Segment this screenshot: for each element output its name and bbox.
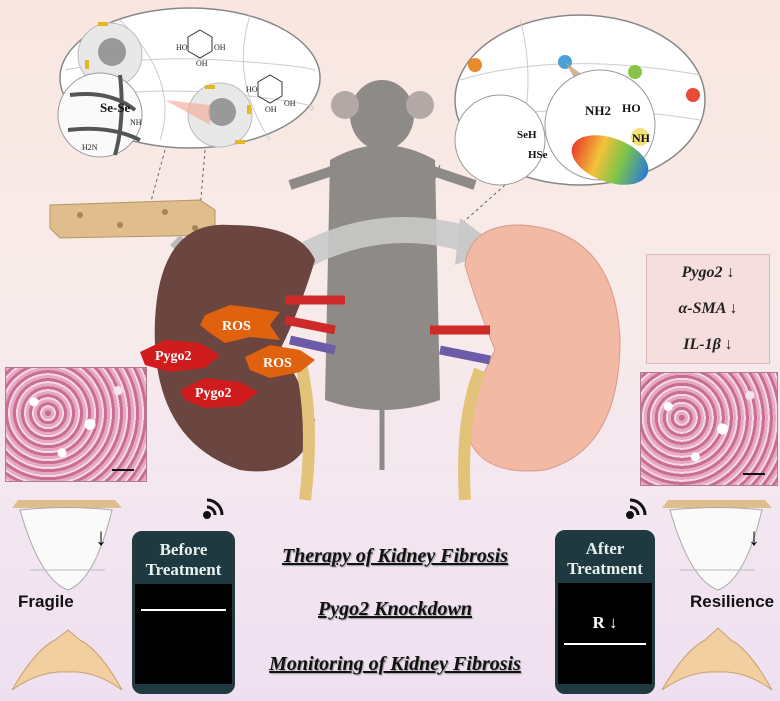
group-label: OH: [214, 43, 226, 52]
down-arrow-icon: ↓: [95, 525, 107, 551]
group-label: NH: [130, 118, 142, 127]
fragile-label: Fragile: [18, 592, 74, 611]
fragile-sensor-illustration: [11, 500, 123, 691]
group-label: H2N: [82, 143, 98, 152]
therapy-heading: Therapy of Kidney Fibrosis: [281, 545, 509, 567]
group-label: HSe: [528, 149, 548, 161]
se-se-bond-label: Se-Se: [100, 100, 131, 115]
marker-item: α-SMA ↓: [678, 300, 738, 317]
before-treatment-phone: Before Treatment: [132, 531, 235, 694]
down-arrow-icon: ↓: [729, 300, 738, 317]
knockdown-heading: Pygo2 Knockdown: [318, 598, 472, 620]
svg-text:Pygo2: Pygo2: [155, 349, 192, 364]
down-arrow-icon: ↓: [609, 613, 618, 632]
healthy-kidney: [430, 224, 621, 501]
svg-text:Pygo2: Pygo2: [195, 386, 232, 401]
ros-burst: ROS: [200, 305, 280, 343]
down-arrow-icon: ↓: [724, 336, 733, 353]
ros-burst: ROS: [245, 345, 315, 378]
resistance-readout: R ↓: [592, 613, 618, 632]
marker-item: Pygo2 ↓: [681, 264, 735, 281]
monitoring-heading: Monitoring of Kidney Fibrosis: [269, 653, 521, 675]
group-label: OH: [265, 105, 277, 114]
wireless-signal-icon: [203, 498, 224, 519]
fibrotic-kidney: [154, 224, 345, 501]
phone-header: Before Treatment: [135, 534, 232, 584]
pygo2-burst: Pygo2: [180, 378, 258, 408]
pygo2-burst: Pygo2: [140, 340, 220, 372]
scale-bar: [112, 469, 134, 471]
scale-bar: [743, 473, 765, 475]
hydrogel-network-inset: Se-Se NH H2N HO OH OH HO OH OH: [57, 7, 321, 158]
signal-baseline: [564, 643, 646, 645]
after-treatment-phone: After Treatment R ↓: [555, 530, 655, 694]
phone-header: After Treatment: [558, 533, 652, 583]
signal-baseline: [141, 609, 226, 611]
wireless-signal-icon: [626, 498, 647, 519]
resilient-sensor-illustration: [661, 500, 773, 691]
down-arrow-icon: ↓: [748, 525, 760, 551]
group-label: SeH: [517, 129, 537, 141]
group-label: HO: [176, 43, 188, 52]
group-label: NH: [632, 131, 651, 145]
hydrogel-patch: [49, 199, 216, 239]
marker-item: IL-1β ↓: [683, 336, 733, 353]
marker-panel: Pygo2 ↓ α-SMA ↓ IL-1β ↓: [646, 254, 770, 364]
svg-text:ROS: ROS: [222, 319, 251, 334]
group-label: OH: [196, 59, 208, 68]
svg-text:ROS: ROS: [263, 356, 292, 371]
group-label: HO: [246, 85, 258, 94]
fibrotic-histology-image: [5, 367, 147, 482]
resilience-label: Resilience: [690, 592, 775, 611]
down-arrow-icon: ↓: [726, 264, 735, 281]
phenol-structure: [187, 29, 283, 104]
group-label: HO: [622, 101, 641, 115]
group-label: NH2: [585, 103, 611, 118]
healthy-histology-image: [640, 372, 778, 486]
group-label: OH: [284, 99, 296, 108]
mouse-illustration: [288, 80, 477, 470]
sensing-mechanism-inset: SeH HSe NH2 NH HO: [454, 14, 706, 186]
